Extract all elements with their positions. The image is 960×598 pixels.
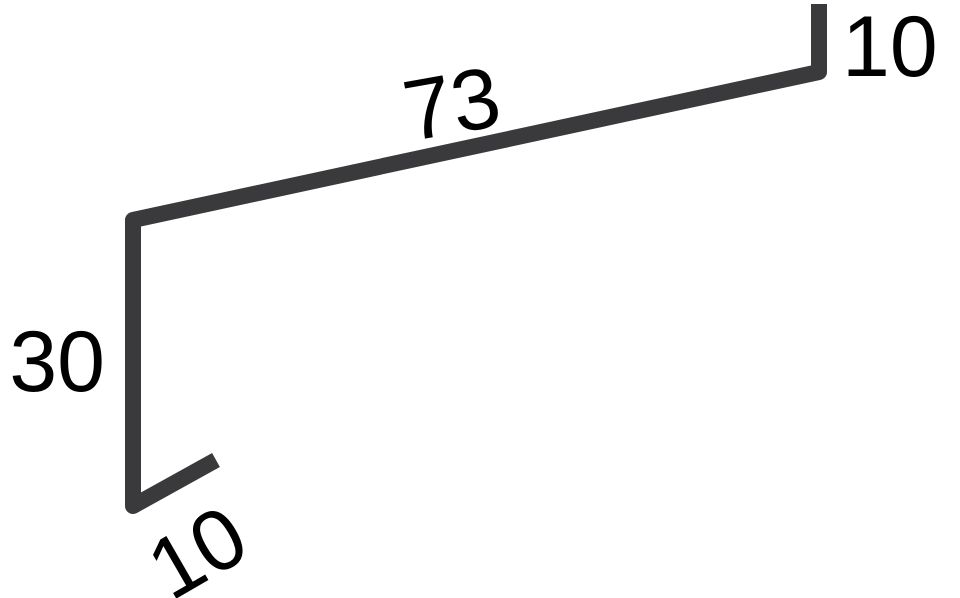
vertical-leg-label: 30 [9,314,105,410]
flashing-profile-path [125,4,827,514]
top-flange-label: 10 [842,0,938,95]
slope-length-label: 73 [397,49,508,160]
